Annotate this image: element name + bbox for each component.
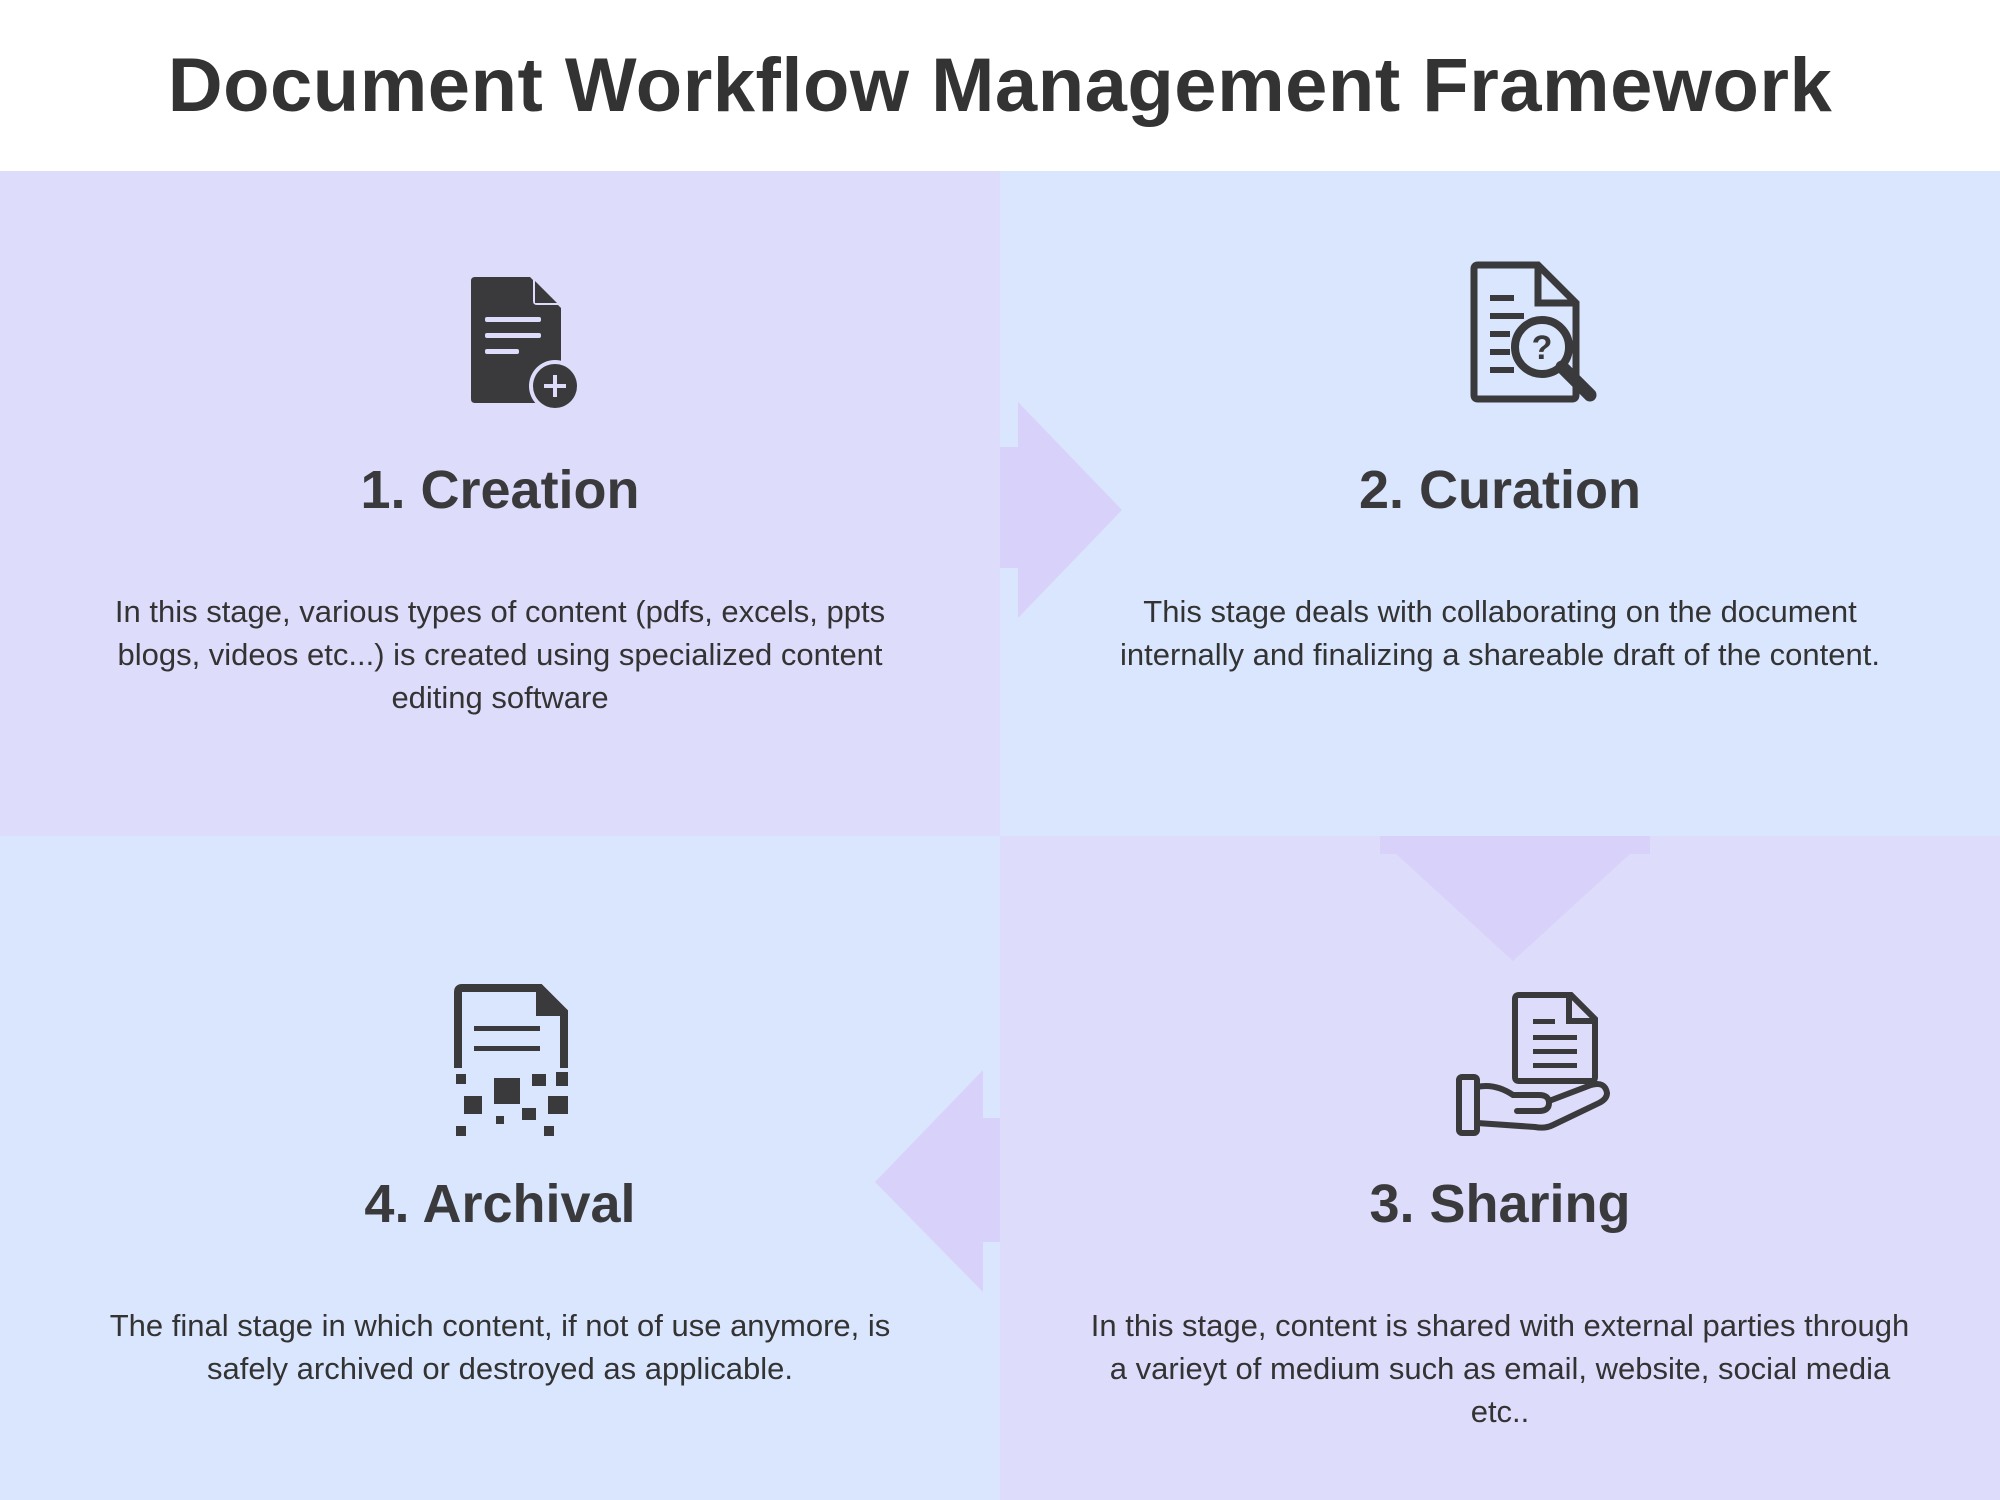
svg-text:?: ? (1532, 329, 1553, 367)
stage-title: 4. Archival (364, 1174, 636, 1234)
stage-description: This stage deals with collaborating on t… (1120, 594, 1880, 672)
stage-title: 3. Sharing (1369, 1174, 1631, 1234)
stage-curation-panel: ? 2. Curation This stage deals with coll… (1000, 171, 2000, 836)
stage-creation-panel: 1. Creation In this stage, various types… (0, 171, 1000, 836)
stage-description: In this stage, content is shared with ex… (1090, 1308, 1910, 1429)
document-add-icon (465, 273, 585, 413)
flow-arrow-down (1380, 836, 1650, 966)
stage-archival-panel: 4. Archival The final stage in which con… (0, 836, 1000, 1500)
stage-title: 2. Curation (1358, 460, 1642, 520)
stage-description: In this stage, various types of content … (114, 594, 886, 715)
stage-title: 1. Creation (360, 460, 640, 520)
hand-document-icon (1455, 991, 1615, 1141)
flow-arrow-right (1000, 402, 1125, 627)
document-shred-icon (452, 984, 572, 1139)
flow-arrow-left (875, 1070, 1000, 1300)
page-title: Document Workflow Management Framework (167, 43, 1833, 128)
document-search-icon: ? (1470, 261, 1600, 406)
stage-description: The final stage in which content, if not… (109, 1308, 891, 1386)
